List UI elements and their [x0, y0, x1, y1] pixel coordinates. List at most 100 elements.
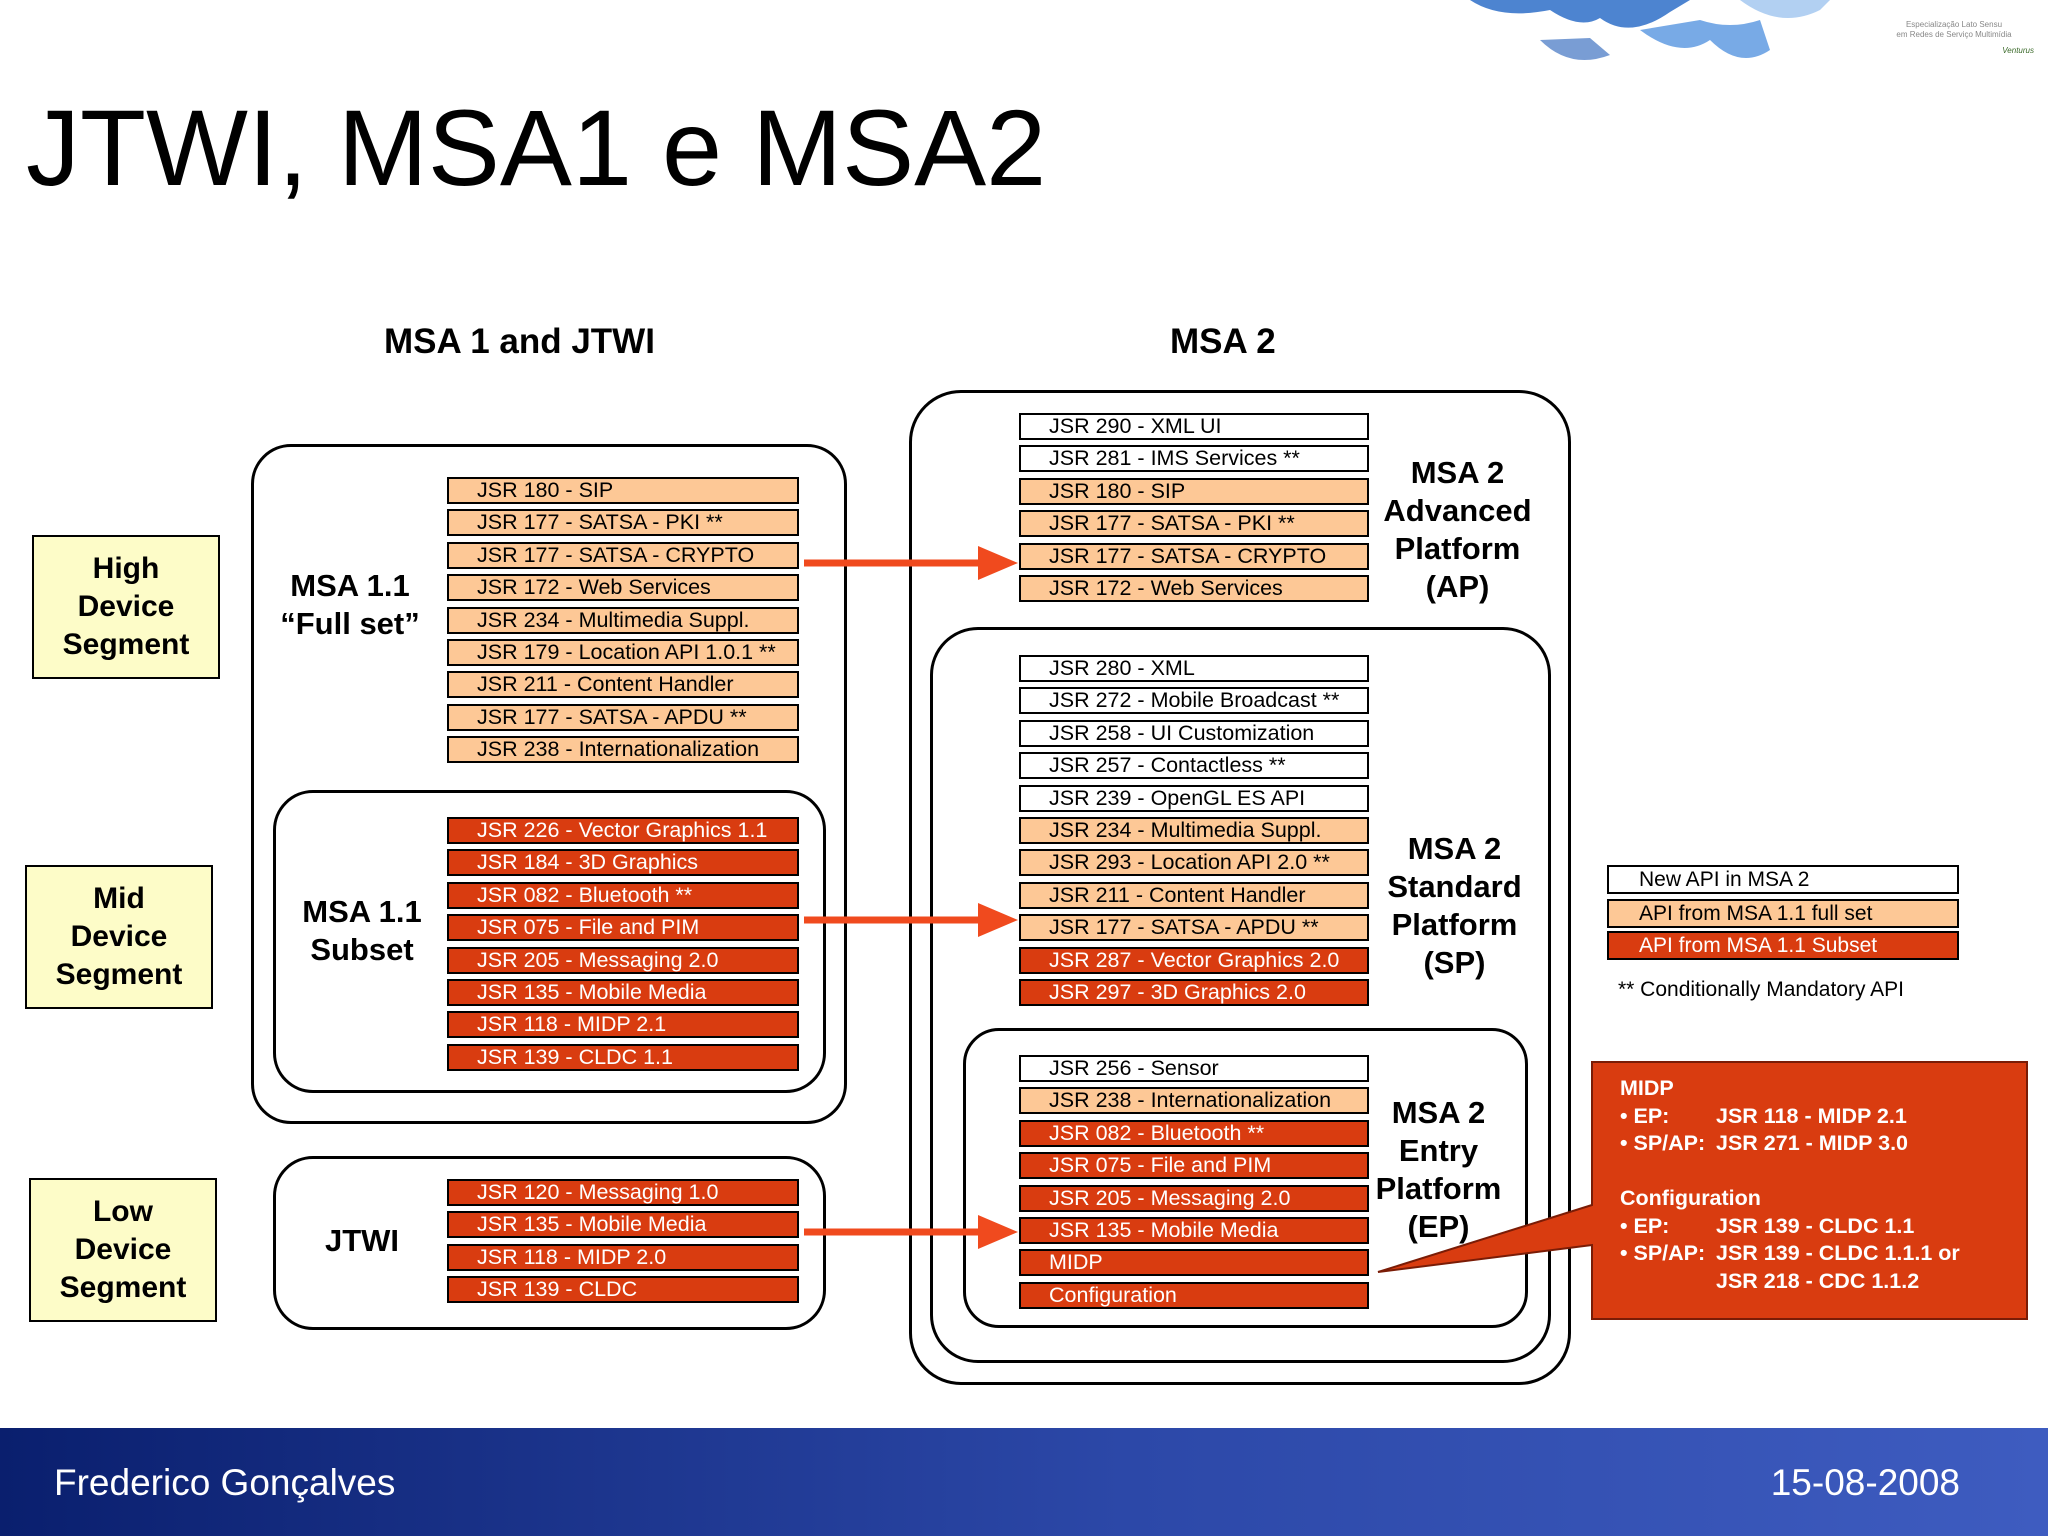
api-item: JSR 226 - Vector Graphics 1.1: [447, 817, 799, 844]
api-item: JSR 177 - SATSA - APDU **: [447, 703, 799, 731]
legend-full-set: API from MSA 1.1 full set: [1607, 899, 1959, 928]
legend-note: ** Conditionally Mandatory API: [1618, 978, 1904, 1001]
api-item: JSR 256 - Sensor: [1019, 1055, 1369, 1082]
api-item: JSR 238 - Internationalization: [447, 736, 799, 764]
msa1-outer-frame: [251, 444, 847, 1124]
api-item: JSR 139 - CLDC: [447, 1276, 799, 1304]
api-item: JSR 180 - SIP: [1019, 477, 1369, 505]
callout-midp-ep: • EP:JSR 118 - MIDP 2.1: [1620, 1103, 1960, 1131]
api-item: JSR 180 - SIP: [447, 477, 799, 504]
callout-label: • EP:: [1620, 1213, 1670, 1238]
api-item: JSR 139 - CLDC 1.1: [447, 1043, 799, 1071]
api-item: JSR 290 - XML UI: [1019, 413, 1369, 440]
api-item: JSR 272 - Mobile Broadcast **: [1019, 687, 1369, 715]
logo-line-1: Especialização Lato Sensu: [1905, 20, 2003, 29]
segment-mid: Mid Device Segment: [25, 865, 213, 1009]
label-msa11-subset: MSA 1.1 Subset: [302, 894, 422, 967]
arrow-subset-to-sp: [804, 903, 1018, 937]
api-item: JSR 234 - Multimedia Suppl.: [447, 606, 799, 634]
callout-config-title: Configuration: [1620, 1186, 1761, 1210]
callout-text: MIDP • EP:JSR 118 - MIDP 2.1 • SP/AP:JSR…: [1620, 1075, 1960, 1295]
diagram-connectors: [804, 546, 2028, 1320]
segment-high: High Device Segment: [32, 535, 220, 679]
callout-midp-title: MIDP: [1620, 1076, 1674, 1100]
callout-label: • SP/AP:: [1620, 1241, 1706, 1265]
heading-msa1-jtwi: MSA 1 and JTWI: [384, 322, 655, 361]
msa1-subset-frame: [273, 790, 826, 1093]
api-item: JSR 211 - Content Handler: [1019, 881, 1369, 909]
api-item: JSR 075 - File and PIM: [447, 914, 799, 942]
callout-label: • EP:: [1620, 1103, 1670, 1128]
api-item: JSR 258 - UI Customization: [1019, 719, 1369, 747]
api-item: JSR 118 - MIDP 2.1: [447, 1011, 799, 1039]
api-item: JSR 287 - Vector Graphics 2.0: [1019, 946, 1369, 974]
api-item: JSR 205 - Messaging 2.0: [1019, 1184, 1369, 1212]
institution-logo: Especialização Lato Sensu em Redes de Se…: [1874, 20, 2034, 65]
header-world-map-graphic: [1470, 0, 1830, 60]
msa2-ep-frame: [963, 1028, 1528, 1328]
api-item: JSR 257 - Contactless **: [1019, 752, 1369, 780]
api-item: JSR 120 - Messaging 1.0: [447, 1179, 799, 1206]
footer-date: 15-08-2008: [1770, 1462, 1960, 1503]
legend-new-label: New API in MSA 2: [1639, 868, 1810, 891]
arrow-full-to-ap: [804, 546, 1018, 580]
callout-midp-spap: • SP/AP:JSR 271 - MIDP 3.0: [1620, 1130, 1960, 1158]
api-item: JSR 172 - Web Services: [447, 574, 799, 602]
api-item: Configuration: [1019, 1281, 1369, 1309]
api-item: JSR 184 - 3D Graphics: [447, 849, 799, 877]
logo-line-2: em Redes de Serviço Multimídia: [1896, 30, 2012, 39]
msa2-sp-frame: [930, 627, 1551, 1363]
segment-low: Low Device Segment: [29, 1178, 217, 1322]
api-item: JSR 293 - Location API 2.0 **: [1019, 849, 1369, 877]
logo-brand: Venturus: [2002, 46, 2034, 55]
api-item: JSR 281 - IMS Services **: [1019, 445, 1369, 473]
api-item: JSR 239 - OpenGL ES API: [1019, 784, 1369, 812]
api-item: JSR 135 - Mobile Media: [1019, 1216, 1369, 1244]
label-jtwi: JTWI: [324, 1223, 400, 1258]
callout-box: [1377, 1061, 2028, 1320]
footer-author: Frederico Gonçalves: [54, 1462, 396, 1503]
callout-config-spap-2: JSR 218 - CDC 1.1.2: [1620, 1268, 1960, 1296]
api-item: JSR 177 - SATSA - CRYPTO: [1019, 542, 1369, 570]
callout-config-ep: • EP: JSR 139 - CLDC 1.1: [1620, 1213, 1960, 1241]
msa2-ep-api-list: JSR 256 - Sensor JSR 238 - International…: [1019, 1055, 1369, 1314]
api-item: JSR 172 - Web Services: [1019, 574, 1369, 602]
api-item: JSR 075 - File and PIM: [1019, 1152, 1369, 1180]
heading-msa2: MSA 2: [1170, 322, 1276, 361]
api-item: JSR 238 - Internationalization: [1019, 1087, 1369, 1115]
jtwi-frame: [273, 1156, 826, 1330]
legend-subset-label: API from MSA 1.1 Subset: [1639, 934, 1878, 957]
api-item: JSR 177 - SATSA - APDU **: [1019, 914, 1369, 942]
api-item: MIDP: [1019, 1249, 1369, 1277]
callout-config-spap: • SP/AP: JSR 139 - CLDC 1.1.1 or: [1620, 1240, 1960, 1268]
api-item: JSR 297 - 3D Graphics 2.0: [1019, 978, 1369, 1006]
label-msa11-full-set: MSA 1.1 “Full set”: [280, 568, 420, 641]
callout-value: JSR 139 - CLDC 1.1.1 or: [1716, 1241, 1960, 1265]
msa11-subset-api-list: JSR 226 - Vector Graphics 1.1 JSR 184 - …: [447, 817, 799, 1076]
msa2-ap-api-list: JSR 290 - XML UI JSR 281 - IMS Services …: [1019, 413, 1369, 607]
slide-title: JTWI, MSA1 e MSA2: [26, 87, 1047, 208]
api-item: JSR 135 - Mobile Media: [447, 1211, 799, 1239]
api-item: JSR 211 - Content Handler: [447, 671, 799, 699]
label-msa2-ap: MSA 2 Advanced Platform (AP): [1383, 455, 1532, 604]
api-item: JSR 118 - MIDP 2.0: [447, 1243, 799, 1271]
callout-label: • SP/AP:: [1620, 1131, 1706, 1155]
arrow-jtwi-to-ep: [804, 1215, 1018, 1249]
label-msa2-sp: MSA 2 Standard Platform (SP): [1387, 831, 1522, 980]
api-item: JSR 177 - SATSA - CRYPTO: [447, 541, 799, 569]
legend-new-api: New API in MSA 2: [1607, 865, 1959, 894]
label-msa2-ep: MSA 2 Entry Platform (EP): [1375, 1095, 1502, 1244]
api-item: JSR 234 - Multimedia Suppl.: [1019, 816, 1369, 844]
jtwi-api-list: JSR 120 - Messaging 1.0 JSR 135 - Mobile…: [447, 1179, 799, 1309]
msa11-full-api-list: JSR 180 - SIP JSR 177 - SATSA - PKI ** J…: [447, 477, 799, 769]
callout-value: JSR 218 - CDC 1.1.2: [1716, 1268, 1920, 1293]
api-item: JSR 082 - Bluetooth **: [1019, 1119, 1369, 1147]
legend-subset: API from MSA 1.1 Subset: [1607, 931, 1959, 960]
api-item: JSR 177 - SATSA - PKI **: [447, 509, 799, 537]
callout-value: JSR 139 - CLDC 1.1: [1716, 1213, 1915, 1238]
api-item: JSR 280 - XML: [1019, 655, 1369, 682]
footer-bar: Frederico Gonçalves 15-08-2008: [0, 1428, 2048, 1536]
msa2-sp-api-list: JSR 280 - XML JSR 272 - Mobile Broadcast…: [1019, 655, 1369, 1011]
msa2-ap-frame: [909, 390, 1571, 1385]
api-item: JSR 177 - SATSA - PKI **: [1019, 510, 1369, 538]
